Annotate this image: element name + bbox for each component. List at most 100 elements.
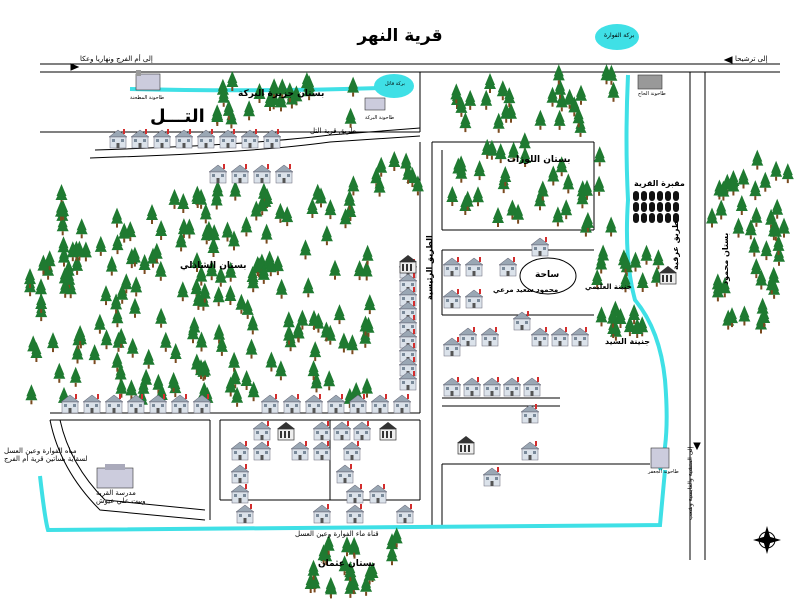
tree-icon xyxy=(93,313,106,334)
tree-icon xyxy=(593,175,606,196)
tree-icon xyxy=(88,344,101,365)
house-icon xyxy=(480,326,500,347)
tree-icon xyxy=(55,184,68,204)
tree-icon xyxy=(47,332,59,353)
tree-icon xyxy=(24,268,36,289)
map-title: قرية النهر xyxy=(357,26,443,46)
house-icon xyxy=(550,326,570,347)
spring-note-label: مياه الفوارة وعين العسل xyxy=(4,447,77,455)
tree-icon xyxy=(111,207,123,228)
tree-icon xyxy=(245,338,258,359)
house-icon xyxy=(522,376,542,397)
house-icon xyxy=(326,393,346,414)
tree-icon xyxy=(302,277,315,298)
bottom-mill-building xyxy=(650,447,670,469)
road-center-label: الطريق الرئيسية xyxy=(425,235,434,300)
house-icon xyxy=(352,420,372,441)
road-tal-label: طريق قرية التل xyxy=(310,127,357,135)
lake xyxy=(374,74,414,98)
tree-icon xyxy=(388,151,401,171)
tree-icon xyxy=(562,173,575,194)
house-icon xyxy=(230,463,250,484)
mill-right-building xyxy=(364,97,386,111)
house-icon xyxy=(148,393,168,414)
tree-icon xyxy=(560,199,573,220)
tree-icon xyxy=(347,76,360,97)
house-icon xyxy=(368,483,388,504)
tree-icon xyxy=(176,281,189,302)
tree-icon xyxy=(344,107,357,128)
house-icon xyxy=(530,236,550,257)
tree-icon xyxy=(226,71,239,91)
tree-icon xyxy=(652,249,665,270)
tree-icon xyxy=(759,171,772,192)
public-building-icon xyxy=(378,421,398,441)
house-icon xyxy=(392,393,412,414)
tree-icon xyxy=(155,307,168,328)
house-icon xyxy=(230,483,250,504)
mill-left-building xyxy=(135,70,161,91)
house-icon xyxy=(464,288,484,309)
road-east-label: طريق عرقية xyxy=(671,220,680,270)
tree-icon xyxy=(640,244,653,265)
tree-icon xyxy=(547,165,560,186)
tomb-icon xyxy=(673,191,679,201)
roads xyxy=(40,56,780,560)
tree-icon xyxy=(35,293,48,313)
square-shape xyxy=(519,257,577,295)
tree-icon xyxy=(715,199,728,220)
tree-icon xyxy=(605,216,618,237)
lake-label: بركة فاتل xyxy=(385,81,405,87)
orchard-mahmoud-label: بستان محمود xyxy=(721,232,730,285)
tomb-icon xyxy=(657,213,663,223)
tree-icon xyxy=(732,217,745,238)
tree-icon xyxy=(94,235,107,256)
tomb-icon xyxy=(641,213,647,223)
tree-icon xyxy=(748,236,761,257)
tree-icon xyxy=(126,337,139,358)
house-icon xyxy=(520,440,540,461)
house-icon xyxy=(312,420,332,441)
tree-icon xyxy=(706,207,718,228)
tree-icon xyxy=(53,362,66,383)
tree-icon xyxy=(138,254,151,274)
house-icon xyxy=(512,310,532,331)
house-icon xyxy=(252,163,272,184)
tomb-icon xyxy=(657,191,663,201)
house-icon xyxy=(502,376,522,397)
tree-icon xyxy=(309,341,322,362)
tree-icon xyxy=(575,84,587,105)
orchard-shathli-label: بستان الشاذلي xyxy=(180,261,247,271)
tree-icon xyxy=(552,64,565,85)
house-icon xyxy=(252,440,272,461)
house-icon xyxy=(442,288,462,309)
spring-note-2-label: لسقاية بساتين قرية أم الفرج xyxy=(4,455,88,463)
tree-icon xyxy=(274,360,287,381)
tree-icon xyxy=(111,307,124,328)
house-icon xyxy=(370,393,390,414)
house-icon xyxy=(395,503,415,524)
tree-icon xyxy=(593,146,606,167)
house-icon xyxy=(312,503,332,524)
orchard-othman-label: بستان عثمان xyxy=(318,559,376,569)
house-icon xyxy=(82,393,102,414)
water-canal-label: قناة ماء الفوارة وعين العسل xyxy=(295,530,379,538)
house-icon xyxy=(282,393,302,414)
house-icon xyxy=(126,393,146,414)
school-label: مدرسة القرية xyxy=(96,489,136,497)
tree-icon xyxy=(473,160,486,181)
tree-icon xyxy=(100,329,113,350)
tree-icon xyxy=(735,195,748,215)
tree-icon xyxy=(607,81,620,102)
mahmoud-house-label: محمود سعيد مرعي xyxy=(493,286,559,294)
cemetery-label: مقبرة القرية xyxy=(634,179,685,188)
tree-icon xyxy=(299,239,312,260)
tomb-icon xyxy=(641,191,647,201)
tree-icon xyxy=(240,370,253,390)
house-icon xyxy=(442,336,462,357)
tree-icon xyxy=(492,207,504,227)
house-icon xyxy=(520,403,540,424)
house-icon xyxy=(332,420,352,441)
mill-right-label: طاحونة البركة xyxy=(365,115,395,121)
